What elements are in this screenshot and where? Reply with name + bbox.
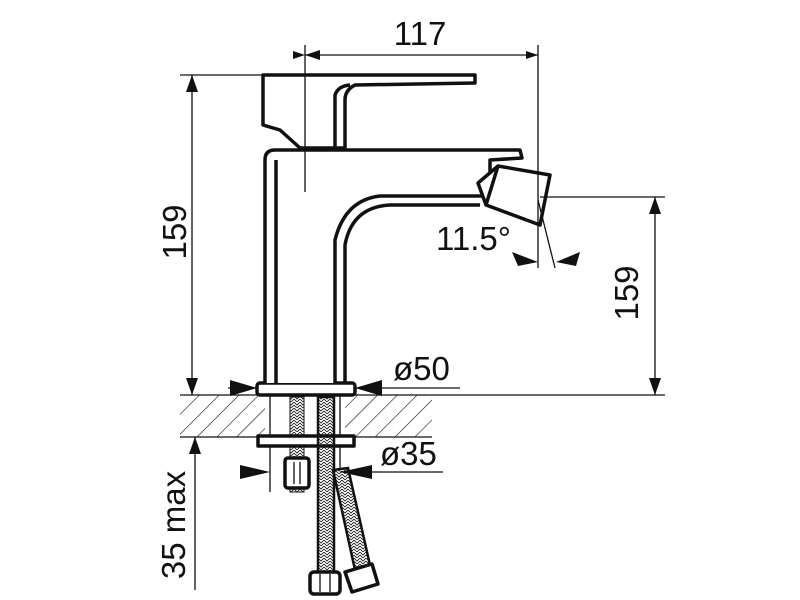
dimension-label-o50: ø50 bbox=[393, 350, 450, 387]
countertop-section bbox=[180, 394, 665, 438]
dimension-label-117: 117 bbox=[394, 15, 447, 52]
dimension-label-35-max: 35 max bbox=[155, 470, 192, 579]
dimension-height: 159 bbox=[156, 74, 262, 395]
dimension-angle: 11.5° bbox=[436, 199, 580, 269]
dimension-base-diameter: ø50 bbox=[228, 350, 460, 396]
dimension-label-o35: ø35 bbox=[380, 435, 437, 472]
dimension-label-159-right: 159 bbox=[608, 265, 645, 320]
supply-hoses bbox=[308, 395, 380, 596]
dimension-hole-diameter: ø35 bbox=[240, 435, 443, 479]
faucet-body bbox=[255, 73, 552, 397]
dimension-spout-height: 159 bbox=[540, 196, 665, 395]
mounting-hardware bbox=[256, 395, 356, 493]
dimension-max-thickness: 35 max bbox=[155, 437, 201, 590]
dimension-label-angle: 11.5° bbox=[436, 220, 511, 257]
dimension-width: 117 bbox=[293, 15, 539, 200]
dimension-label-159-left: 159 bbox=[156, 204, 193, 259]
